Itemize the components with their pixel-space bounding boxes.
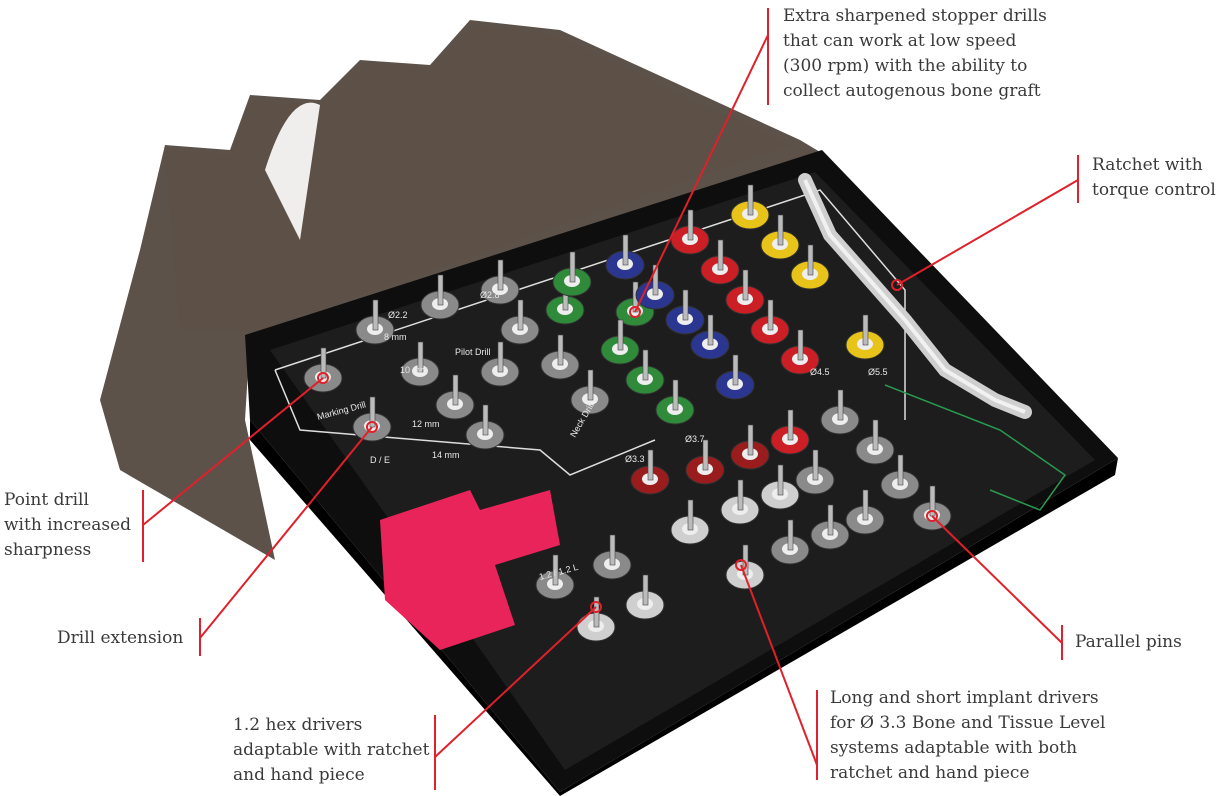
- instrument-holder: [725, 269, 765, 315]
- instrument-holder: [880, 454, 920, 500]
- instrument-holder: [690, 314, 730, 360]
- instrument-holder: [760, 464, 800, 510]
- instrument-holder: [795, 449, 835, 495]
- instrument-holder: [535, 554, 575, 600]
- kit-label-d28: Ø2.8: [480, 290, 500, 300]
- instrument-holder: [540, 334, 580, 380]
- instrument-holder: [400, 341, 440, 387]
- green-outline: [884, 384, 1067, 511]
- instrument-holder: [780, 329, 820, 375]
- instrument-holder: [630, 449, 670, 495]
- instrument-holder: [715, 354, 755, 400]
- instrument-holder: [845, 489, 885, 535]
- instrument-holder: [685, 439, 725, 485]
- instrument-holder: [480, 259, 520, 305]
- instrument-holder: [655, 379, 695, 425]
- instrument-holder: [552, 251, 592, 297]
- instrument-holder: [770, 409, 810, 455]
- kit-label-14mm: 14 mm: [432, 450, 460, 460]
- callout-parallel-pins: Parallel pins: [1075, 632, 1182, 652]
- panel-outline: [274, 189, 906, 476]
- callout-point-drill: Point drill with increased sharpness: [4, 490, 132, 560]
- instrument-holder: [670, 209, 710, 255]
- instrument-holder: [665, 289, 705, 335]
- instrument-holder: [760, 214, 800, 260]
- instrument-holder: [750, 299, 790, 345]
- instrument-holder: [845, 314, 885, 360]
- kit-label-12mm: 12 mm: [412, 419, 440, 429]
- kit-label-de: D / E: [370, 455, 390, 465]
- kit-label-d45: Ø4.5: [810, 367, 830, 377]
- kit-label-d55: Ø5.5: [868, 367, 888, 377]
- instrument-holder: [855, 419, 895, 465]
- kit-label-d33: Ø3.3: [625, 454, 645, 464]
- kit-case-side: [250, 420, 1118, 796]
- kit-label-d37: Ø3.7: [685, 434, 705, 444]
- instrument-holder: [500, 299, 540, 345]
- instrument-holder: [820, 389, 860, 435]
- callout-lines: [142, 8, 1079, 790]
- instrument-holder: [420, 274, 460, 320]
- callout-ratchet: Ratchet with torque control: [1092, 155, 1216, 200]
- tray-lid-inner: [165, 25, 790, 330]
- kit-label-10mm: 10 mm: [400, 365, 428, 375]
- brand-logo: [380, 490, 560, 650]
- callout-stopper-drills: Extra sharpened stopper drills that can …: [783, 6, 1047, 101]
- instrument-holder: [592, 534, 632, 580]
- instrument-holder: [435, 374, 475, 420]
- instrument-holder: [720, 479, 760, 525]
- instrument-holder: [480, 341, 520, 387]
- instrument-holder: [670, 499, 710, 545]
- instrument-holder: [355, 299, 395, 345]
- callout-hex-drivers: 1.2 hex drivers adaptable with ratchet a…: [233, 715, 430, 785]
- instrument-holder: [790, 244, 830, 290]
- callout-implant-drivers: Long and short implant drivers for Ø 3.3…: [830, 688, 1106, 783]
- instrument-holder: [625, 349, 665, 395]
- instrument-holder: [730, 184, 770, 230]
- instrument-holder: [465, 404, 505, 450]
- lid-highlight: [265, 102, 320, 240]
- instrument-holder: [700, 239, 740, 285]
- instrument-holder: [600, 319, 640, 365]
- callout-drill-extension: Drill extension: [57, 628, 184, 648]
- instrument-holder: [605, 234, 645, 280]
- instrument-holder: [625, 574, 665, 620]
- instrument-holder: [570, 369, 610, 415]
- kit-label-8mm: 8 mm: [384, 332, 407, 342]
- kit-label-pilot-drill: Pilot Drill: [455, 347, 491, 357]
- instrument-holder: [810, 504, 850, 550]
- kit-label-d22: Ø2.2: [388, 310, 408, 320]
- instrument-holder: [770, 519, 810, 565]
- instrument-holder: [730, 424, 770, 470]
